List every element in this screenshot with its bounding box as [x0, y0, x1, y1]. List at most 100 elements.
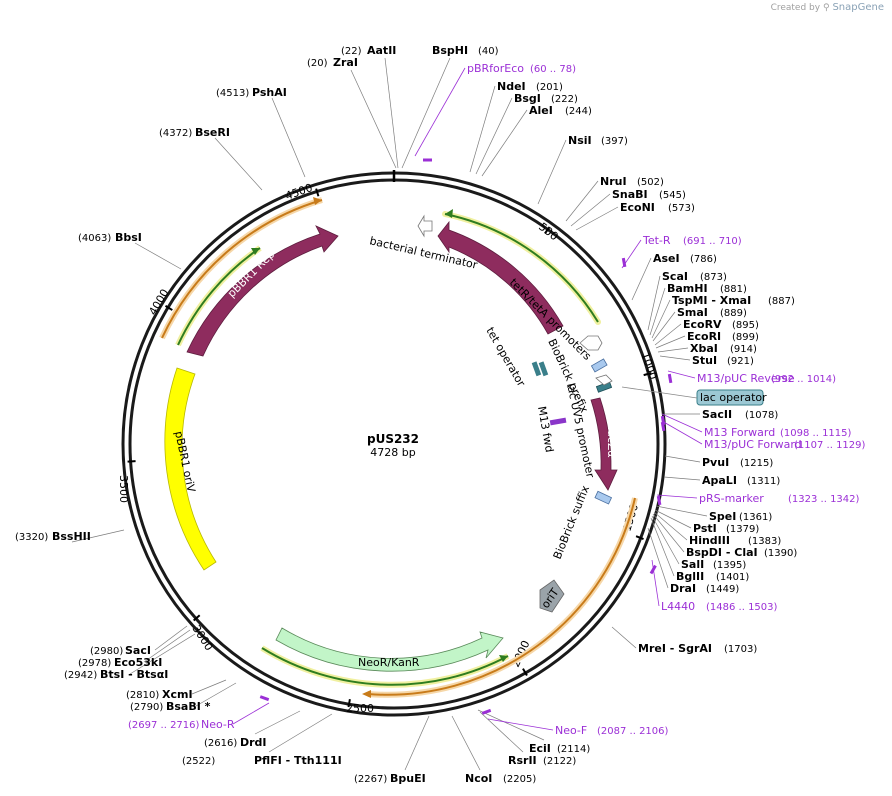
enzyme-leader — [254, 710, 301, 735]
primer-range: (2087 .. 2106) — [597, 726, 669, 737]
enzyme-name[interactable]: BspDI - ClaI — [686, 546, 758, 559]
enzyme-name[interactable]: AatII — [367, 44, 396, 57]
primer-name[interactable]: M13 Forward — [704, 426, 775, 439]
lac-operator-badge: lac operator — [621, 386, 767, 406]
enzyme-name[interactable]: BtsI - BtsαI — [100, 668, 168, 681]
primer-range: (1323 .. 1342) — [788, 494, 860, 505]
enzyme-name[interactable]: EcoNI — [620, 201, 655, 214]
enzyme-name[interactable]: DraI — [670, 582, 696, 595]
enzyme-name[interactable]: DrdI — [240, 736, 267, 749]
enzyme-name[interactable]: ZraI — [333, 56, 358, 69]
enzyme-name[interactable]: ApaLI — [702, 474, 737, 487]
primer-name[interactable]: M13/pUC Reverse — [697, 372, 795, 385]
enzyme-name[interactable]: BbsI — [115, 231, 142, 244]
enzyme-leader — [191, 679, 227, 695]
enzyme-name[interactable]: AleI — [529, 104, 553, 117]
enzyme-leader — [570, 193, 611, 227]
enzyme-position: (1361) — [739, 512, 772, 523]
enzyme-name[interactable]: ScaI — [662, 270, 688, 283]
enzyme-name[interactable]: SmaI — [677, 306, 708, 319]
lac-operator-label: lac operator — [700, 391, 767, 404]
enzyme-name[interactable]: HindIII — [689, 534, 730, 547]
enzyme-name[interactable]: BamHI — [667, 282, 708, 295]
enzyme-name[interactable]: Eco53kI — [114, 656, 162, 669]
enzyme-name[interactable]: NcoI — [465, 772, 492, 785]
enzyme-position: (2114) — [557, 744, 590, 755]
biobrick-suffix-label: BioBrick suffix — [551, 483, 593, 561]
enzyme-position: (40) — [478, 46, 499, 57]
enzyme-position: (914) — [730, 344, 757, 355]
enzyme-leader — [481, 109, 528, 177]
enzyme-name[interactable]: SpeI — [709, 510, 736, 523]
primer-range: (691 .. 710) — [683, 236, 742, 247]
enzyme-leader — [652, 513, 685, 553]
primer-name[interactable]: Neo-R — [201, 718, 235, 731]
enzyme-position: (244) — [565, 106, 592, 117]
tick-mark — [643, 372, 652, 377]
enzyme-leader — [134, 242, 182, 270]
enzyme-name[interactable]: BssHII — [52, 530, 91, 543]
primer-name[interactable]: L4440 — [661, 600, 695, 613]
enzyme-name[interactable]: XcmI — [162, 688, 193, 701]
primer-name[interactable]: Tet-R — [642, 234, 671, 247]
primer-mark — [667, 373, 673, 384]
created-by-text: Created by — [770, 3, 821, 13]
enzyme-position: (2810) — [126, 690, 159, 701]
enzyme-position: (502) — [637, 177, 664, 188]
enzyme-position: (887) — [768, 296, 795, 307]
enzyme-name[interactable]: BseRI — [195, 126, 230, 139]
primer-range: (992 .. 1014) — [771, 374, 836, 385]
enzyme-position: (1379) — [726, 524, 759, 535]
tick-label: 3500 — [117, 475, 130, 503]
enzyme-name[interactable]: MreI - SgrAI — [638, 642, 712, 655]
enzyme-leader — [651, 299, 671, 339]
enzyme-name[interactable]: PstI — [693, 522, 717, 535]
enzyme-leader — [655, 335, 686, 349]
enzyme-name[interactable]: PshAI — [252, 86, 287, 99]
enzyme-name[interactable]: BsaBI * — [166, 700, 211, 713]
enzyme-leader — [475, 97, 513, 175]
enzyme-name[interactable]: SacI — [125, 644, 151, 657]
enzyme-name[interactable]: AseI — [653, 252, 680, 265]
primer-mark — [423, 158, 432, 162]
enzyme-position: (1703) — [724, 644, 757, 655]
enzyme-name[interactable]: PflFI - Tth111I — [254, 754, 342, 767]
enzyme-position: (4513) — [216, 88, 249, 99]
primer-leader — [661, 420, 703, 445]
primer-name[interactable]: pBRforEco — [467, 62, 524, 75]
primer-range: (60 .. 78) — [530, 64, 576, 75]
tick-label: 3000 — [189, 623, 215, 654]
tick-mark — [635, 535, 644, 540]
enzyme-name[interactable]: EcoRI — [687, 330, 721, 343]
enzyme-name[interactable]: SalI — [681, 558, 704, 571]
primer-range: (1486 .. 1503) — [706, 602, 778, 613]
primer-leader — [414, 67, 466, 157]
enzyme-name[interactable]: RsrII — [508, 754, 537, 767]
enzyme-name[interactable]: BglII — [676, 570, 704, 583]
enzyme-position: (1401) — [716, 572, 749, 583]
enzyme-name[interactable]: NsiI — [568, 134, 592, 147]
enzyme-name[interactable]: SacII — [702, 408, 732, 421]
primer-name[interactable]: Neo-F — [555, 724, 587, 737]
enzyme-name[interactable]: BpuEI — [390, 772, 426, 785]
enzyme-labels: AatII(22)ZraI(20)BspHI(40)PshAI(4513)Nde… — [15, 44, 797, 785]
enzyme-name[interactable]: XbaI — [690, 342, 718, 355]
enzyme-name[interactable]: BspHI — [432, 44, 468, 57]
enzyme-name[interactable]: PvuI — [702, 456, 729, 469]
enzyme-name[interactable]: NruI — [600, 175, 627, 188]
enzyme-name[interactable]: EcoRV — [683, 318, 722, 331]
primer-name[interactable]: M13/pUC Forward — [704, 438, 802, 451]
primer-leader — [487, 718, 554, 731]
enzyme-name[interactable]: NdeI — [497, 80, 526, 93]
enzyme-name[interactable]: BsgI — [514, 92, 541, 105]
primer-mark — [660, 415, 666, 426]
enzyme-position: (2267) — [354, 774, 387, 785]
primer-name[interactable]: pRS-marker — [699, 492, 764, 505]
enzyme-name[interactable]: SnaBI — [612, 188, 648, 201]
enzyme-name[interactable]: EciI — [529, 742, 551, 755]
enzyme-name[interactable]: StuI — [692, 354, 717, 367]
enzyme-position: (2942) — [64, 670, 97, 681]
enzyme-position: (4372) — [159, 128, 192, 139]
enzyme-name[interactable]: TspMI - XmaI — [672, 294, 751, 307]
enzyme-leader — [404, 715, 430, 771]
